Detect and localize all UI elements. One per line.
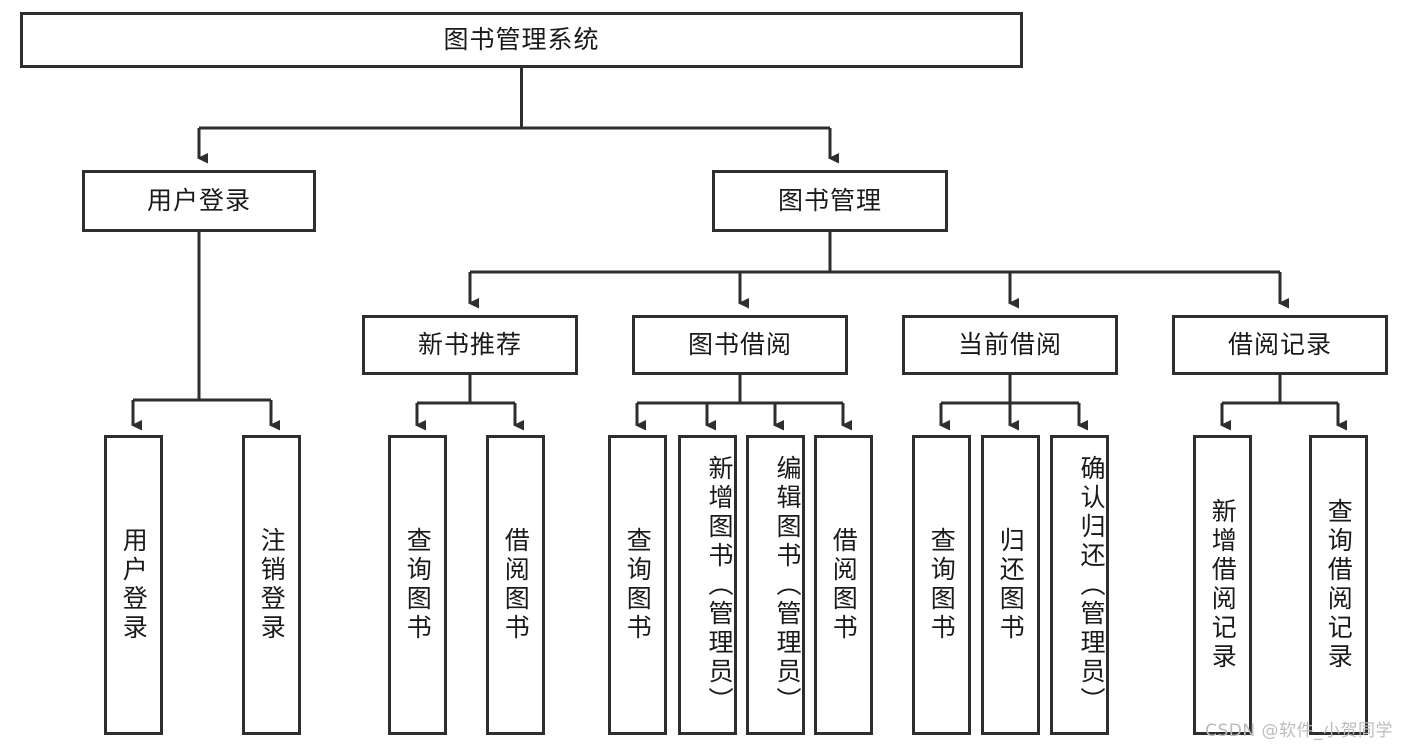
leaf-user-login-label: 用户登录	[119, 527, 149, 643]
leaf-user-login[interactable]: 用户登录	[104, 435, 163, 735]
leaf-add-borrow-record[interactable]: 新增借阅记录	[1193, 435, 1252, 735]
node-new-book-recommend[interactable]: 新书推荐	[362, 315, 578, 375]
leaf-logout-label: 注销登录	[257, 527, 287, 643]
node-borrow-record-label: 借阅记录	[1227, 330, 1332, 360]
node-root[interactable]: 图书管理系统	[20, 12, 1023, 68]
leaf-query-borrow-record[interactable]: 查询借阅记录	[1309, 435, 1368, 735]
node-current-borrow-label: 当前借阅	[957, 330, 1062, 360]
leaf-add-borrow-record-label: 新增借阅记录	[1208, 498, 1238, 672]
watermark: CSDN @软件_小贺同学	[1205, 721, 1393, 741]
leaf-borrow-book-2-label: 借阅图书	[829, 527, 859, 643]
node-book-borrow-label: 图书借阅	[687, 330, 792, 360]
leaf-query-book-1[interactable]: 查询图书	[388, 435, 447, 735]
leaf-borrow-book-1-label: 借阅图书	[501, 527, 531, 643]
leaf-query-book-2-label: 查询图书	[623, 527, 653, 643]
leaf-add-book-admin-label: 新增图书（管理员）	[705, 454, 734, 716]
leaf-query-book-3[interactable]: 查询图书	[912, 435, 971, 735]
node-new-book-recommend-label: 新书推荐	[417, 330, 522, 360]
leaf-query-borrow-record-label: 查询借阅记录	[1324, 498, 1354, 672]
node-root-label: 图书管理系统	[443, 25, 600, 55]
node-book-borrow[interactable]: 图书借阅	[632, 315, 848, 375]
leaf-borrow-book-1[interactable]: 借阅图书	[486, 435, 545, 735]
leaf-edit-book-admin[interactable]: 编辑图书（管理员）	[746, 435, 805, 735]
leaf-confirm-return-admin[interactable]: 确认归还（管理员）	[1050, 435, 1109, 735]
leaf-query-book-1-label: 查询图书	[403, 527, 433, 643]
leaf-query-book-2[interactable]: 查询图书	[608, 435, 667, 735]
node-user-login-label: 用户登录	[146, 186, 251, 216]
node-borrow-record[interactable]: 借阅记录	[1172, 315, 1388, 375]
node-book-management-label: 图书管理	[777, 186, 882, 216]
leaf-add-book-admin[interactable]: 新增图书（管理员）	[678, 435, 737, 735]
node-book-management[interactable]: 图书管理	[712, 170, 948, 232]
leaf-borrow-book-2[interactable]: 借阅图书	[814, 435, 873, 735]
node-current-borrow[interactable]: 当前借阅	[902, 315, 1118, 375]
leaf-return-book[interactable]: 归还图书	[981, 435, 1040, 735]
leaf-return-book-label: 归还图书	[996, 527, 1026, 643]
leaf-logout[interactable]: 注销登录	[242, 435, 301, 735]
leaf-query-book-3-label: 查询图书	[927, 527, 957, 643]
node-user-login[interactable]: 用户登录	[82, 170, 316, 232]
leaf-confirm-return-admin-label: 确认归还（管理员）	[1077, 454, 1106, 716]
leaf-edit-book-admin-label: 编辑图书（管理员）	[773, 454, 802, 716]
